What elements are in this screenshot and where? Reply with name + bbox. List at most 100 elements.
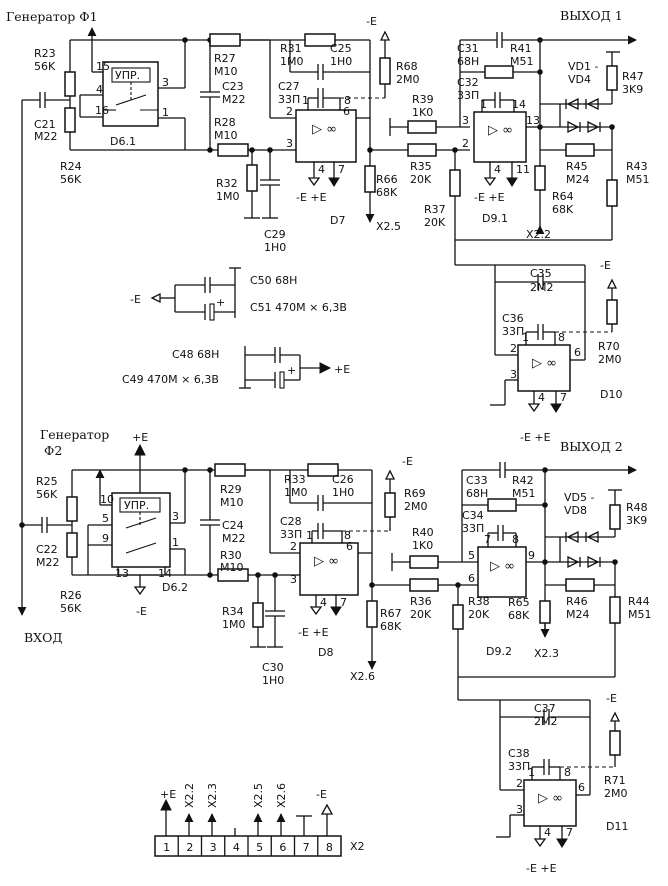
svg-text:VD8: VD8: [564, 504, 587, 517]
svg-text:16: 16: [95, 104, 109, 117]
svg-text:1: 1: [306, 529, 313, 542]
r26-resistor: [66, 532, 78, 558]
svg-text:▷ ∞: ▷ ∞: [532, 356, 557, 371]
svg-text:M10: M10: [214, 129, 238, 142]
svg-text:+E: +E: [160, 788, 176, 801]
r44-label: R44: [628, 595, 650, 608]
gen2-label: Генератор: [40, 427, 109, 442]
svg-text:2M0: 2M0: [396, 73, 420, 86]
d11-label: D11: [606, 820, 628, 833]
svg-text:C51 470M × 6,3B: C51 470M × 6,3B: [250, 301, 347, 314]
r37-label: R37: [424, 203, 446, 216]
svg-text:2M0: 2M0: [598, 353, 622, 366]
svg-text:+E: +E: [132, 431, 148, 444]
svg-text:-E: -E: [316, 788, 327, 801]
r25-label: R25: [36, 475, 58, 488]
svg-text:3: 3: [290, 573, 297, 586]
svg-text:20K: 20K: [410, 608, 432, 621]
svg-text:2: 2: [286, 105, 293, 118]
r39-resistor: [407, 120, 437, 134]
r65-resistor: [539, 600, 551, 624]
r27-resistor: [209, 33, 241, 47]
svg-text:M51: M51: [512, 487, 536, 500]
c31-label: C31: [457, 42, 479, 55]
r38-label: R38: [468, 595, 490, 608]
c26-label: C26: [332, 473, 354, 486]
c37-label: C37: [534, 702, 556, 715]
d62-label: D6.2: [162, 581, 188, 594]
svg-text:2: 2: [516, 777, 523, 790]
svg-text:8: 8: [344, 94, 351, 107]
svg-text:УПР.: УПР.: [124, 499, 149, 512]
svg-text:-E: -E: [136, 605, 147, 618]
svg-text:2M2: 2M2: [530, 281, 554, 294]
svg-text:3: 3: [510, 368, 517, 381]
r64-label: R64: [552, 190, 574, 203]
r45-resistor: [565, 143, 595, 157]
svg-text:M22: M22: [222, 93, 246, 106]
r68-label: R68: [396, 60, 418, 73]
svg-text:68K: 68K: [508, 609, 530, 622]
svg-text:-E +E: -E +E: [520, 431, 551, 444]
svg-text:3: 3: [172, 510, 179, 523]
r67-label: R67: [380, 607, 402, 620]
svg-text:-E: -E: [402, 455, 413, 468]
svg-text:4: 4: [320, 596, 327, 609]
svg-text:4: 4: [494, 163, 501, 176]
c35-label: C35: [530, 267, 552, 280]
r30-label: R30: [220, 549, 242, 562]
svg-text:▷ ∞: ▷ ∞: [314, 554, 339, 569]
c36-label: C36: [502, 312, 524, 325]
c32-label: C32: [457, 76, 479, 89]
r48-label: R48: [626, 501, 648, 514]
r43-label: R43: [626, 160, 648, 173]
diode-bridge-2: [545, 530, 615, 569]
svg-text:▷ ∞: ▷ ∞: [488, 123, 513, 138]
r24-label: R24: [60, 160, 82, 173]
svg-text:M10: M10: [220, 496, 244, 509]
svg-text:+: +: [287, 364, 296, 377]
x2-label: X2: [350, 840, 365, 853]
r69-label: R69: [404, 487, 426, 500]
svg-text:4: 4: [538, 391, 545, 404]
svg-text:6: 6: [343, 105, 350, 118]
r41-label: R41: [510, 42, 532, 55]
c22-label: C22: [36, 543, 58, 556]
svg-text:3: 3: [516, 803, 523, 816]
svg-text:11: 11: [516, 163, 530, 176]
svg-text:M51: M51: [626, 173, 650, 186]
svg-text:2: 2: [290, 540, 297, 553]
r71-resistor: [609, 730, 621, 756]
vd1-vd4-label: VD1 -: [568, 60, 598, 73]
svg-text:33П: 33П: [457, 89, 479, 102]
d91-label: D9.1: [482, 212, 508, 225]
svg-text:3K9: 3K9: [622, 83, 643, 96]
svg-text:20K: 20K: [468, 608, 490, 621]
r45-label: R45: [566, 160, 588, 173]
svg-text:3: 3: [286, 137, 293, 150]
svg-text:8: 8: [558, 331, 565, 344]
svg-text:68K: 68K: [552, 203, 574, 216]
r40-resistor: [409, 555, 439, 569]
svg-text:X2.6: X2.6: [275, 783, 288, 808]
svg-text:1M0: 1M0: [280, 55, 304, 68]
svg-text:33П: 33П: [462, 522, 484, 535]
svg-text:1H0: 1H0: [262, 674, 284, 687]
r34-resistor: [252, 602, 264, 628]
connector-cell-6: 6: [279, 841, 286, 854]
svg-text:M51: M51: [510, 55, 534, 68]
svg-text:-E: -E: [130, 293, 141, 306]
svg-text:3: 3: [162, 76, 169, 89]
r23-label: R23: [34, 47, 56, 60]
svg-text:15: 15: [96, 60, 110, 73]
d92-label: D9.2: [486, 645, 512, 658]
gen1-label: Генератор Ф1: [6, 9, 98, 24]
d92-opamp: [477, 546, 527, 598]
svg-text:33П: 33П: [502, 325, 524, 338]
r29-resistor: [214, 463, 246, 477]
r32-resistor: [246, 164, 258, 192]
svg-text:4: 4: [318, 163, 325, 176]
svg-text:-E: -E: [606, 692, 617, 705]
r26-label: R26: [60, 589, 82, 602]
connector-cell-8: 8: [326, 841, 333, 854]
